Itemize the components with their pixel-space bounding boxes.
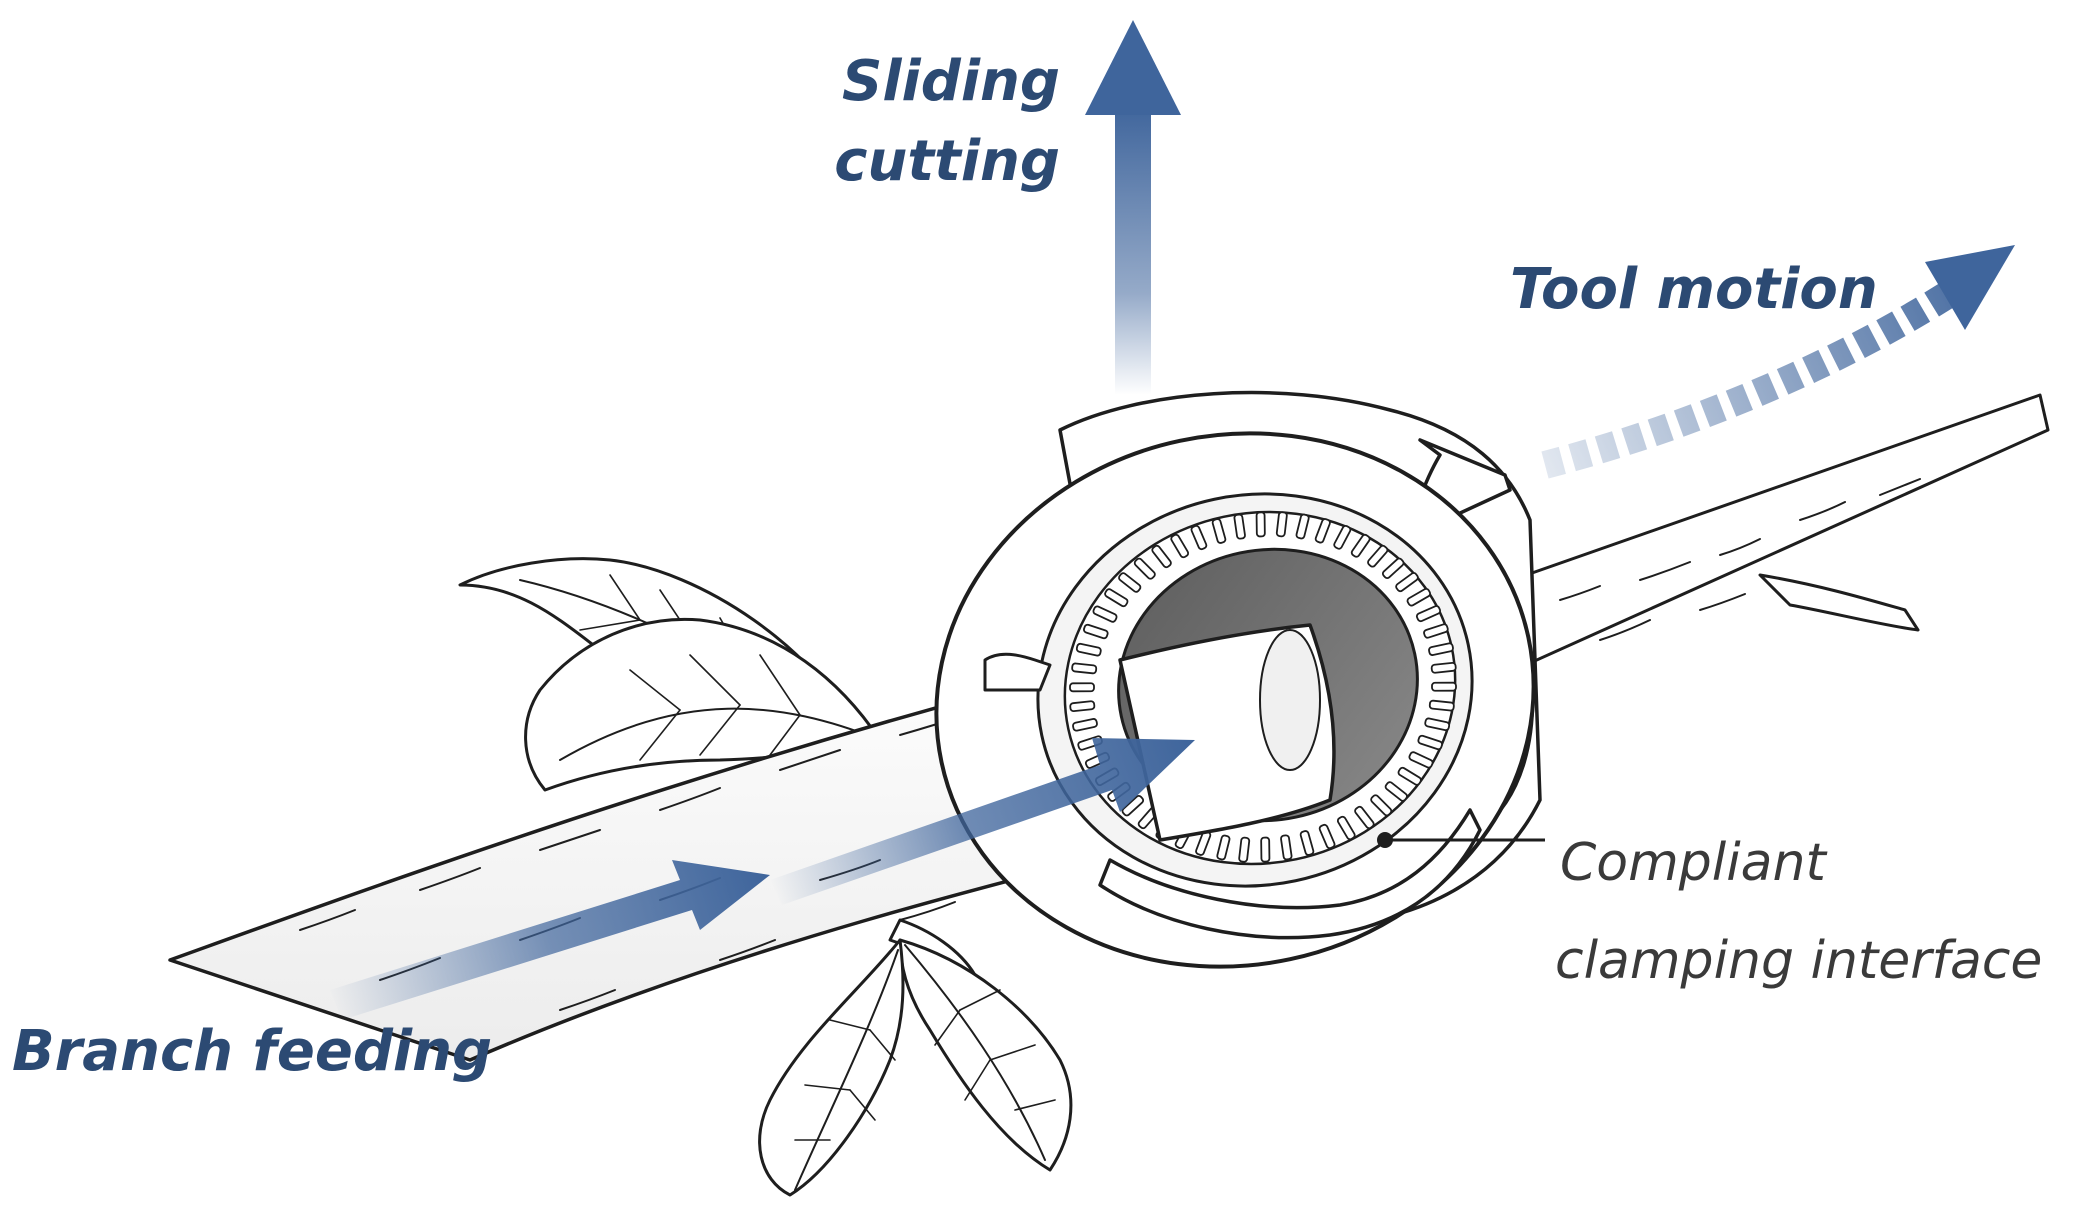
clamp-bristle (1395, 572, 1419, 593)
clamp-bristle (1071, 662, 1098, 675)
leaf-cluster-lower (758, 938, 1073, 1197)
clamp-bristle (1151, 544, 1172, 569)
clamp-bristle (1428, 642, 1454, 656)
clamp-bristle (1333, 524, 1352, 550)
clamp-front-band (1098, 808, 1482, 940)
clamp-bristle (1238, 836, 1251, 863)
clamp-bristle (1121, 795, 1145, 817)
clamp-bristle (1350, 533, 1371, 558)
compliant-label-line2: clamping interface (1555, 931, 2042, 991)
sliding-cutting-label-line1: Sliding (842, 49, 1060, 114)
clamp-bristle (1367, 544, 1389, 568)
clamp-bristle (1233, 513, 1246, 540)
compliant-label-line1: Compliant (1560, 833, 1828, 893)
clamp-bristle (1216, 834, 1231, 861)
clamp-bristle (1280, 834, 1293, 861)
clamp-bristle (1354, 805, 1375, 830)
clamp-bristle (1275, 511, 1288, 538)
clamp-bristle (1211, 518, 1227, 544)
clamp-bristle (1295, 513, 1310, 540)
branch-in-bore (1118, 623, 1336, 842)
right-arrow-icon (330, 738, 1195, 1020)
clamp-bristle (1318, 823, 1336, 850)
clamp-bristle (1384, 781, 1408, 802)
clamp-bristle (1430, 661, 1457, 674)
clamp-bristle (1370, 794, 1393, 817)
clamp-bristle (1408, 751, 1434, 769)
clamp-bristle (1069, 682, 1095, 693)
callout-leader (1377, 832, 1545, 848)
clamp-bristle (1083, 623, 1109, 640)
clamp-bristle (1431, 681, 1457, 692)
leaf-cluster-upper (458, 557, 882, 792)
sliding-cutting-label-line2: cutting (834, 129, 1060, 194)
clamp-bristle (1381, 557, 1405, 579)
clamp-bristle (1255, 511, 1266, 538)
branch-feeding-label: Branch feeding (12, 1019, 492, 1084)
up-arrow-icon (1085, 20, 1181, 395)
clamp-bristle (1415, 605, 1442, 623)
clamp-bristle (1417, 734, 1443, 751)
clamp-bristle (1397, 766, 1422, 786)
clamp-bristle (1406, 587, 1431, 607)
clamp-bristle (1075, 642, 1102, 657)
clamp-bristle (1299, 830, 1315, 856)
clamp-bristle (1092, 605, 1118, 623)
curved-arrow-icon (1541, 245, 2015, 479)
clamp-bristle (1133, 557, 1156, 580)
clamp-bristle (1260, 836, 1271, 863)
tool-motion-label: Tool motion (1510, 257, 1878, 322)
clamp-bristle (1069, 700, 1096, 713)
branch-back-section (1453, 393, 2050, 692)
clamp-bristle (1424, 717, 1451, 732)
clamp-bristle (1423, 623, 1449, 639)
clamp-bristle (1072, 718, 1098, 732)
clamp-bristle (1336, 815, 1356, 841)
clamp-bristle (1314, 518, 1331, 544)
clamp-bristle (1170, 533, 1190, 559)
clamp-bristle (1190, 524, 1208, 551)
clamp-bristle (1428, 699, 1455, 712)
clamp-bristle (1118, 572, 1142, 593)
clamp-bristle (1104, 588, 1129, 608)
